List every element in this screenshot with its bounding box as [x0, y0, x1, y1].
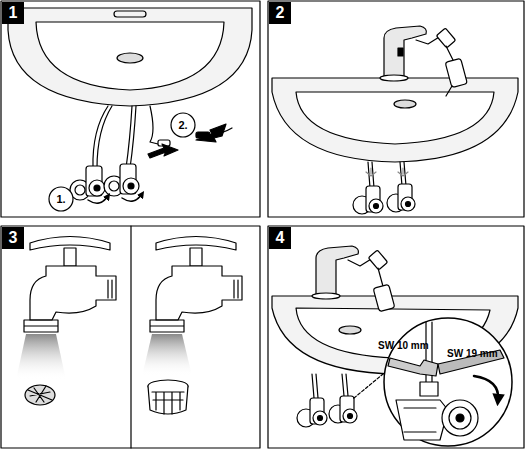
- sink-with-faucet: [272, 26, 518, 162]
- step-number: 4: [276, 230, 285, 246]
- angle-valves: [70, 164, 142, 203]
- callout-number: 1.: [56, 194, 65, 205]
- callout-circle: 2.: [170, 112, 196, 138]
- step-number: 1: [9, 5, 18, 21]
- wrench-size: SW 19 mm: [447, 349, 498, 359]
- tap-with-strainer: [16, 237, 116, 406]
- step-number: 3: [9, 230, 18, 246]
- detail-zoom: [384, 318, 512, 446]
- supply-hoses: [93, 106, 136, 168]
- sink-top-view: [8, 8, 252, 106]
- step-number-badge: 1: [2, 2, 24, 24]
- sensor-cable: [148, 106, 232, 158]
- callout-circle: 1.: [48, 186, 74, 212]
- wrench-size: SW 10 mm: [378, 341, 429, 351]
- step-number-badge: 2: [269, 2, 291, 24]
- callout-number: 2.: [178, 120, 187, 131]
- step-number-badge: 4: [269, 227, 291, 249]
- supply-hoses: [353, 162, 415, 214]
- step-number: 2: [276, 5, 285, 21]
- tap-with-aerator: [142, 237, 242, 415]
- step-number-badge: 3: [2, 227, 24, 249]
